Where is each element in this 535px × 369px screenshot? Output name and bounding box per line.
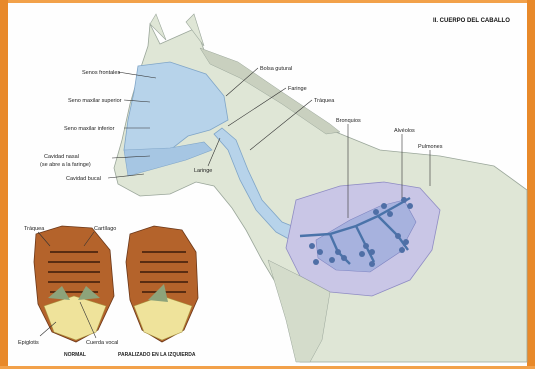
inset-label-epiglotis: Epiglotis xyxy=(18,340,39,346)
label-bolsa-gutural: Bolsa gutural xyxy=(260,66,292,72)
inset-caption-normal: NORMAL xyxy=(64,352,86,358)
page-title: II. CUERPO DEL CABALLO xyxy=(433,18,510,24)
label-pulmones: Pulmones xyxy=(418,144,443,150)
inset-caption-paralyzed: PARALIZADO EN LA IZQUIERDA xyxy=(118,352,196,358)
label-faringe: Faringe xyxy=(288,86,307,92)
label-seno-maxilar-inferior: Seno maxilar inferior xyxy=(64,126,115,132)
label-seno-maxilar-superior: Seno maxilar superior xyxy=(68,98,122,104)
label-cavidad-bucal: Cavidad bucal xyxy=(66,176,101,182)
larynx-normal-view xyxy=(34,226,114,342)
label-cavidad-nasal: Cavidad nasal xyxy=(44,154,79,160)
larynx-paralyzed-view xyxy=(126,226,198,342)
inset-label-cuerda-vocal: Cuerda vocal xyxy=(86,340,118,346)
label-bronquios: Bronquios xyxy=(336,118,361,124)
label-laringe: Laringe xyxy=(194,168,212,174)
inset-label-traquea: Tráquea xyxy=(24,226,45,232)
inset-label-cartilago: Cartílago xyxy=(94,226,116,232)
label-cavidad-nasal-sub: (se abre a la faringe) xyxy=(40,162,91,168)
label-alveolos: Alvéolos xyxy=(394,128,415,134)
label-senos-frontales: Senos frontales xyxy=(82,70,120,76)
label-traquea: Tráquea xyxy=(314,98,335,104)
